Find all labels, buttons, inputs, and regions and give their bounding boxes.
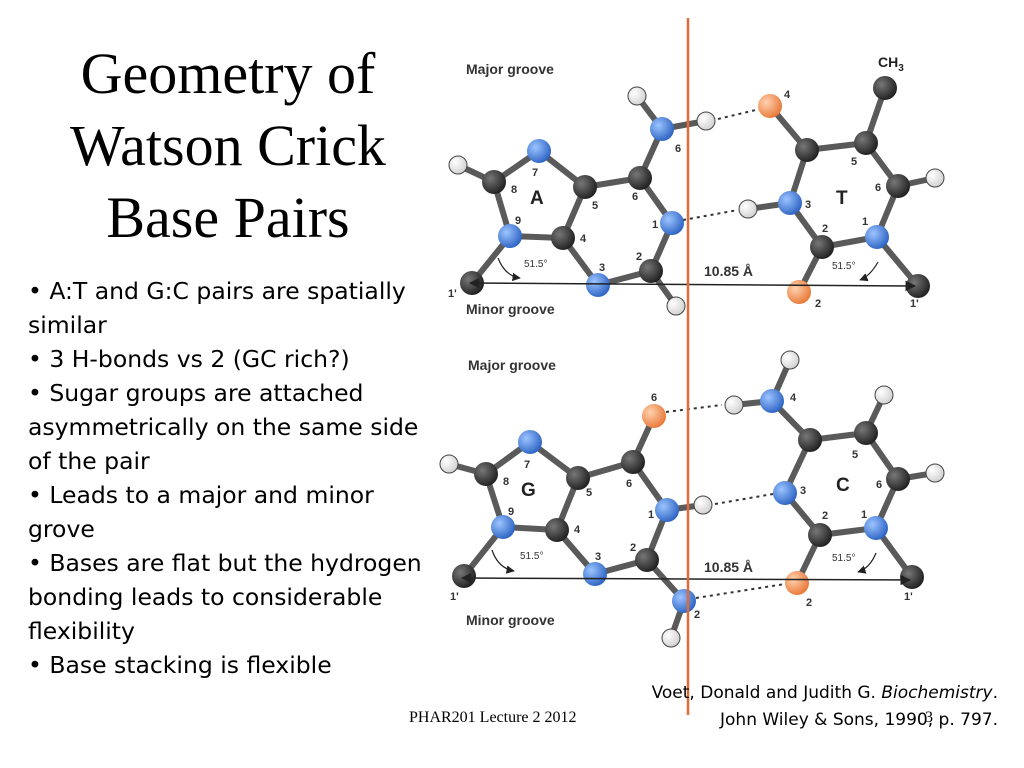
bullet-item: • Bases are flat but the hydrogen bondin… — [28, 549, 422, 645]
svg-text:5: 5 — [586, 487, 592, 499]
svg-text:4: 4 — [574, 524, 581, 536]
gc-angle-right: 51.5° — [832, 553, 855, 564]
gc-sugar-right: 1' — [904, 591, 913, 603]
svg-text:3: 3 — [805, 199, 811, 211]
svg-text:3: 3 — [595, 551, 601, 563]
svg-text:4: 4 — [580, 233, 587, 245]
gc-major-groove-label: Major groove — [468, 357, 556, 373]
svg-text:1: 1 — [648, 509, 654, 521]
slide-title-line: Watson Crick — [70, 113, 386, 178]
slide-title-line: Base Pairs — [106, 185, 350, 250]
slide-title: Geometry of Watson Crick Base Pairs — [18, 38, 438, 254]
svg-text:2: 2 — [694, 609, 700, 621]
svg-text:3: 3 — [800, 485, 806, 497]
at-pair: Major groove Minor groove 10.85 Å 51.5° … — [448, 54, 945, 317]
at-sugar-left: 1' — [448, 288, 457, 300]
citation: Voet, Donald and Judith G. Biochemistry.… — [652, 680, 998, 734]
svg-text:3: 3 — [599, 262, 605, 274]
svg-text:6: 6 — [876, 479, 882, 491]
citation-line-1: Voet, Donald and Judith G. Biochemistry. — [651, 683, 998, 703]
svg-text:4: 4 — [784, 89, 791, 101]
at-sugar-right: 1' — [910, 298, 919, 310]
svg-text:2: 2 — [822, 510, 828, 522]
at-base-a-label: A — [530, 188, 544, 209]
footer-course: PHAR201 Lecture 2 2012 — [409, 709, 577, 726]
svg-text:6: 6 — [632, 191, 638, 203]
at-major-groove-label: Major groove — [466, 61, 554, 77]
base-pair-figure: Major groove Minor groove 10.85 Å 51.5° … — [439, 18, 945, 715]
slide-number: 3 — [925, 709, 933, 726]
svg-text:7: 7 — [532, 167, 538, 179]
gc-distance-arrow — [460, 572, 912, 586]
at-atom-numbers: 7 8 9 4 5 6 3 2 1 6 4 5 6 3 1 2 2 — [511, 89, 881, 310]
gc-base-c-label: C — [836, 475, 850, 496]
svg-text:8: 8 — [511, 184, 517, 196]
at-angle-right: 51.5° — [832, 261, 855, 272]
svg-text:2: 2 — [630, 542, 636, 554]
at-base-t-label: T — [836, 188, 848, 209]
bullet-item: • 3 H-bonds vs 2 (GC rich?) — [28, 345, 350, 373]
svg-text:6: 6 — [626, 478, 632, 490]
at-atoms — [448, 76, 945, 316]
at-angle-left: 51.5° — [524, 259, 547, 270]
at-methyl-label: CH3 — [878, 54, 904, 74]
gc-minor-groove-label: Minor groove — [466, 612, 555, 628]
svg-text:2: 2 — [806, 597, 812, 609]
svg-text:9: 9 — [515, 215, 521, 227]
slide-title-line: Geometry of — [80, 41, 376, 106]
at-distance-arrow — [468, 277, 917, 292]
svg-text:2: 2 — [822, 223, 828, 235]
gc-atom-numbers: 7 8 9 4 5 6 6 3 2 1 2 4 5 6 3 1 2 2 — [503, 392, 882, 621]
svg-text:1: 1 — [652, 219, 658, 231]
gc-hydrogen-bonds — [665, 404, 786, 599]
svg-text:6: 6 — [875, 182, 881, 194]
bullet-item: • Base stacking is flexible — [28, 651, 332, 679]
at-minor-groove-label: Minor groove — [466, 301, 555, 317]
at-distance-label: 10.85 Å — [704, 263, 753, 279]
gc-atoms — [439, 350, 945, 648]
svg-text:2: 2 — [636, 251, 642, 263]
svg-text:8: 8 — [503, 476, 509, 488]
bullet-item: • Sugar groups are attached asymmetrical… — [28, 379, 419, 475]
svg-text:7: 7 — [524, 459, 530, 471]
gc-sugar-left: 1' — [450, 591, 459, 603]
citation-line-2: John Wiley & Sons, 1990, p. 797. — [720, 710, 998, 730]
svg-text:5: 5 — [851, 156, 857, 168]
svg-text:1: 1 — [862, 216, 868, 228]
svg-text:9: 9 — [508, 506, 514, 518]
svg-text:6: 6 — [675, 143, 681, 155]
gc-angle-left: 51.5° — [520, 551, 543, 562]
svg-text:5: 5 — [592, 200, 598, 212]
bullet-list: • A:T and G:C pairs are spatially simila… — [28, 274, 448, 682]
gc-base-g-label: G — [521, 480, 536, 501]
svg-text:4: 4 — [790, 392, 797, 404]
at-hydrogen-bonds — [682, 108, 761, 221]
svg-text:5: 5 — [852, 449, 858, 461]
svg-text:2: 2 — [815, 298, 821, 310]
gc-distance-label: 10.85 Å — [704, 559, 753, 575]
gc-pair: Major groove Minor groove 10.85 Å 51.5° … — [439, 350, 945, 648]
bullet-item: • A:T and G:C pairs are spatially simila… — [28, 277, 406, 339]
svg-text:6: 6 — [651, 392, 657, 404]
bullet-item: • Leads to a major and minor grove — [28, 481, 374, 543]
svg-text:1: 1 — [861, 509, 867, 521]
